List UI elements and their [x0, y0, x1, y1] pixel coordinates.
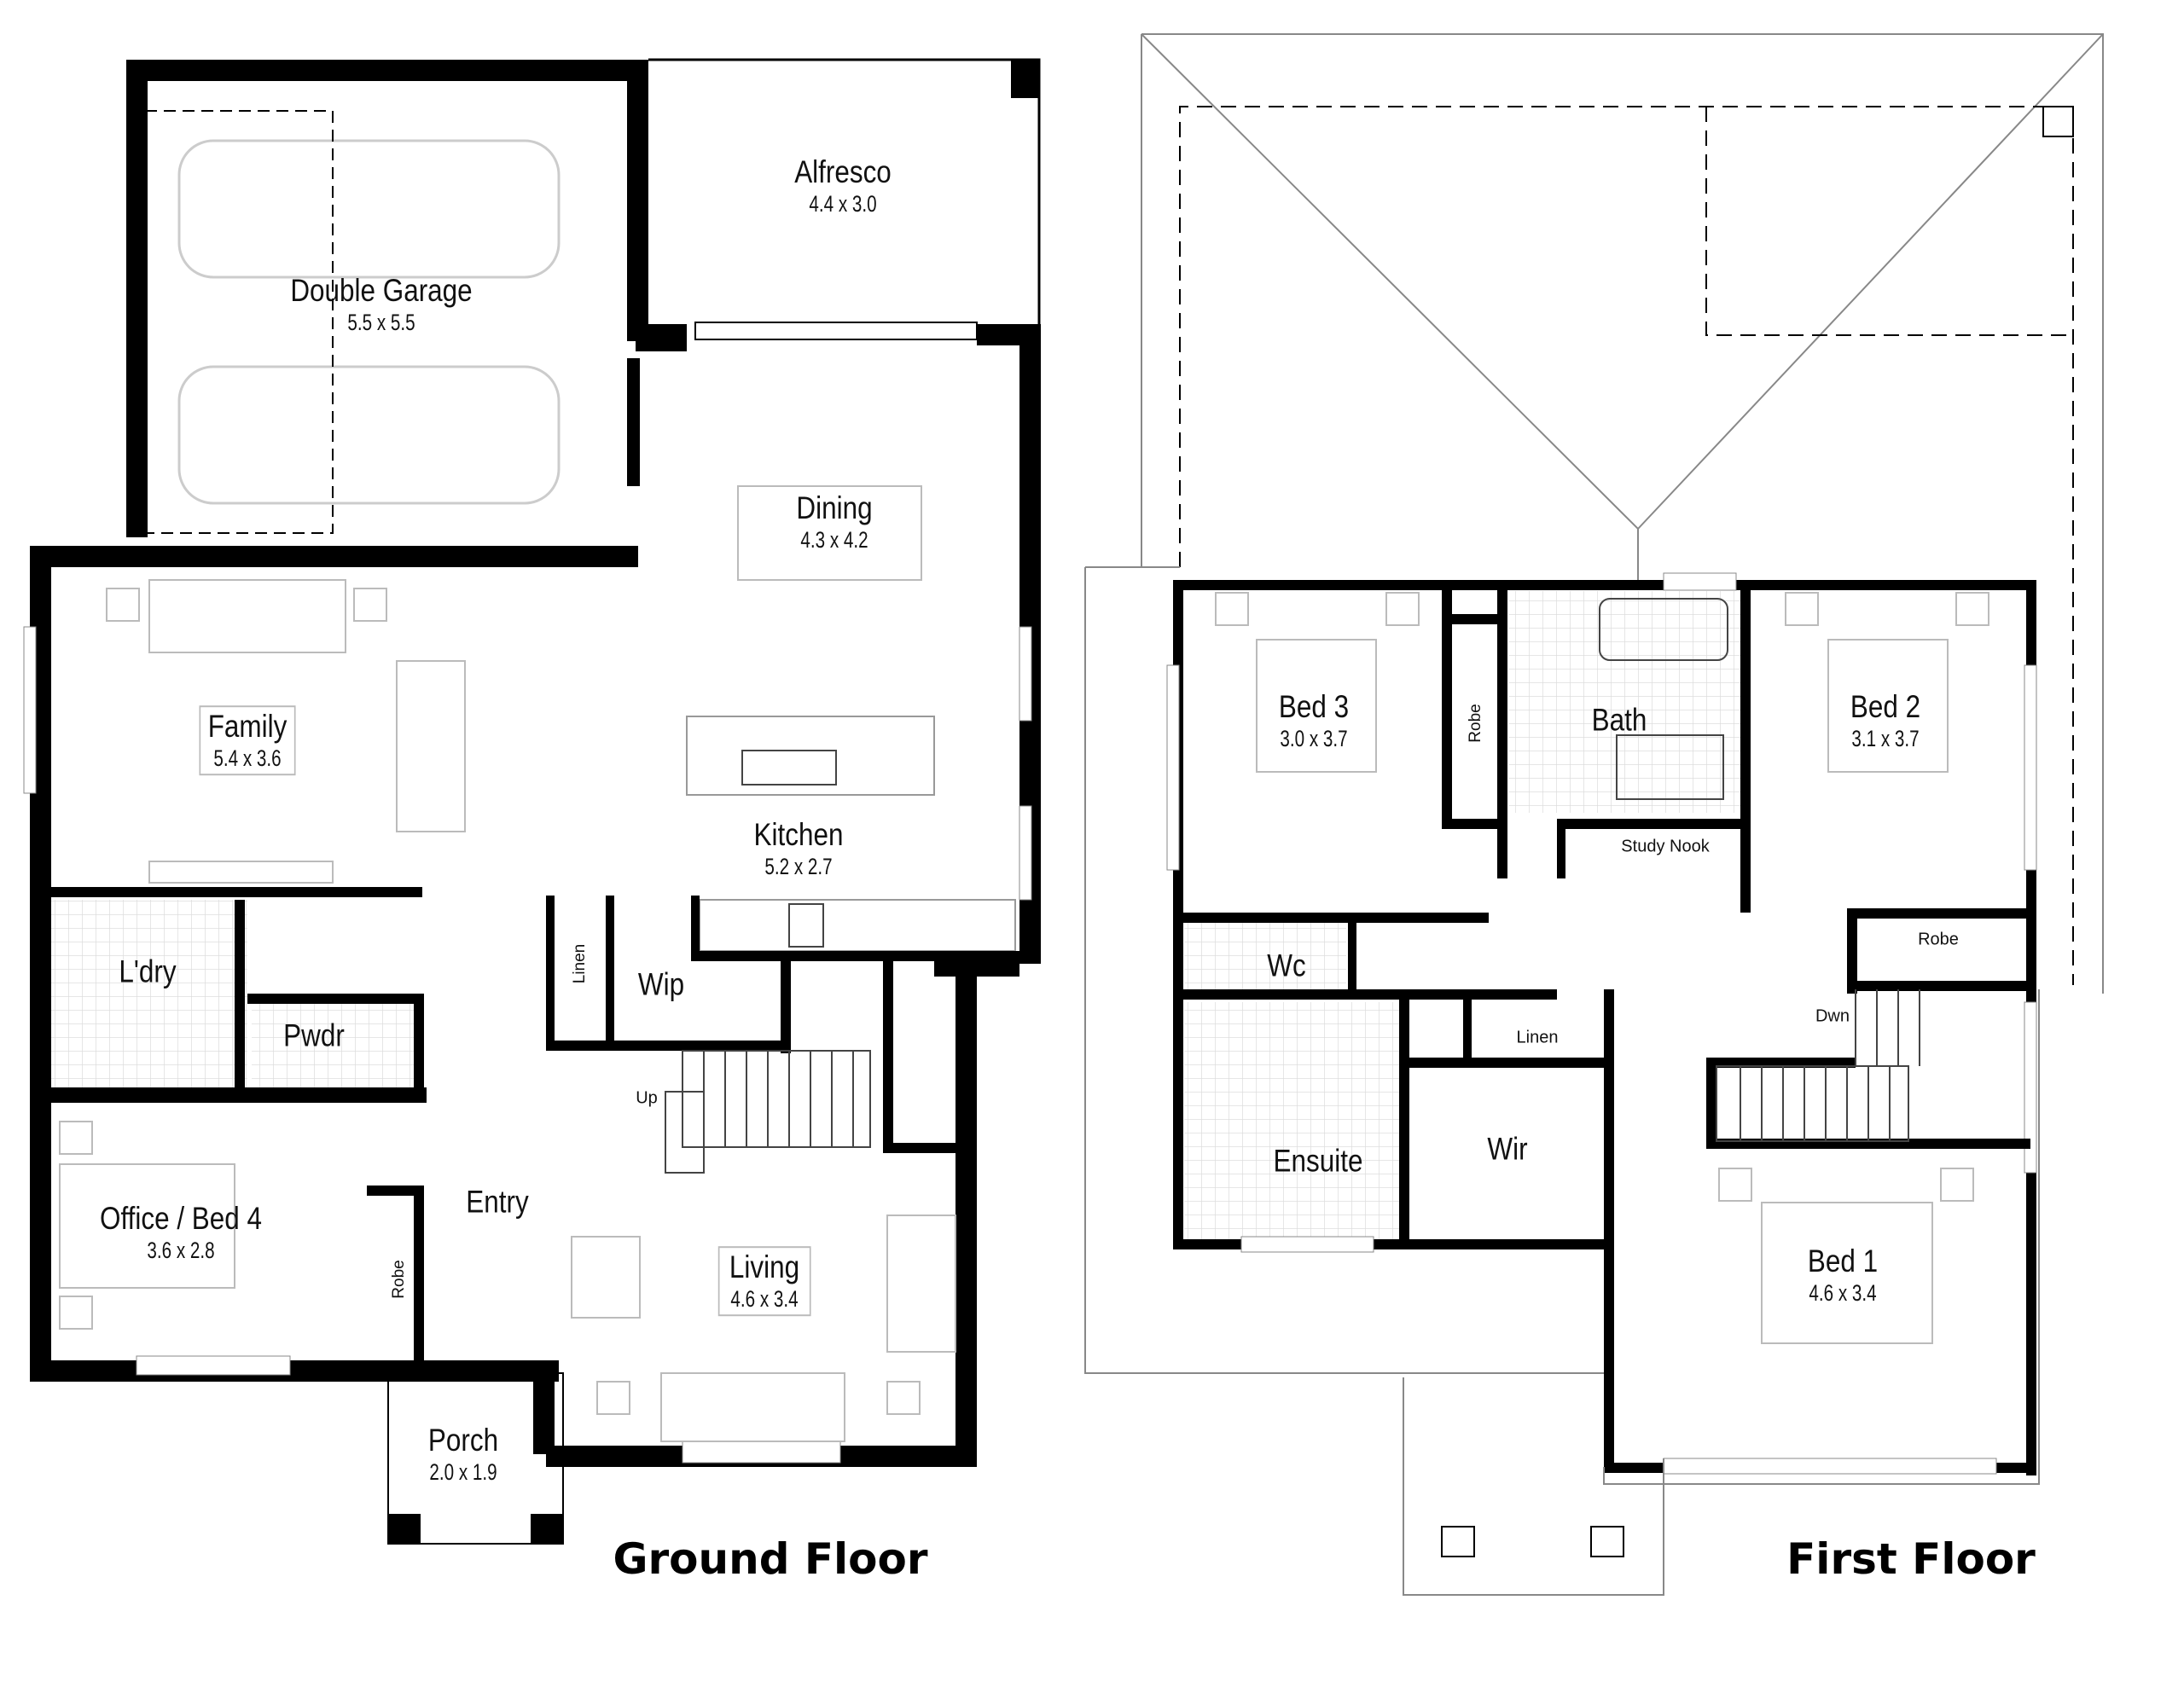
room-label-wir: Wir — [1487, 1131, 1528, 1167]
first-floor-plan — [1084, 33, 2104, 1596]
room-label-bath: Bath — [1591, 702, 1647, 738]
first-floor-title: First Floor — [1786, 1534, 2036, 1584]
label-linen-ground: Linen — [571, 943, 590, 984]
label-robe-bed3: Robe — [1467, 704, 1485, 743]
label-robe-ground: Robe — [390, 1260, 409, 1299]
room-label-laundry: L'dry — [119, 954, 177, 989]
label-stairs-up: Up — [636, 1088, 658, 1108]
ground-floor-title: Ground Floor — [613, 1534, 928, 1584]
label-linen-first: Linen — [1516, 1028, 1559, 1047]
label-stairs-down: Dwn — [1815, 1006, 1850, 1026]
label-study-nook: Study Nook — [1621, 837, 1710, 856]
ground-floor-plan — [23, 58, 1041, 1545]
room-label-wc: Wc — [1267, 948, 1306, 983]
room-label-ensuite: Ensuite — [1273, 1143, 1363, 1179]
room-label-entry: Entry — [466, 1184, 529, 1220]
room-label-powder: Pwdr — [283, 1017, 345, 1053]
room-label-wip: Wip — [637, 966, 685, 1002]
label-robe-bed2: Robe — [1918, 930, 1959, 949]
